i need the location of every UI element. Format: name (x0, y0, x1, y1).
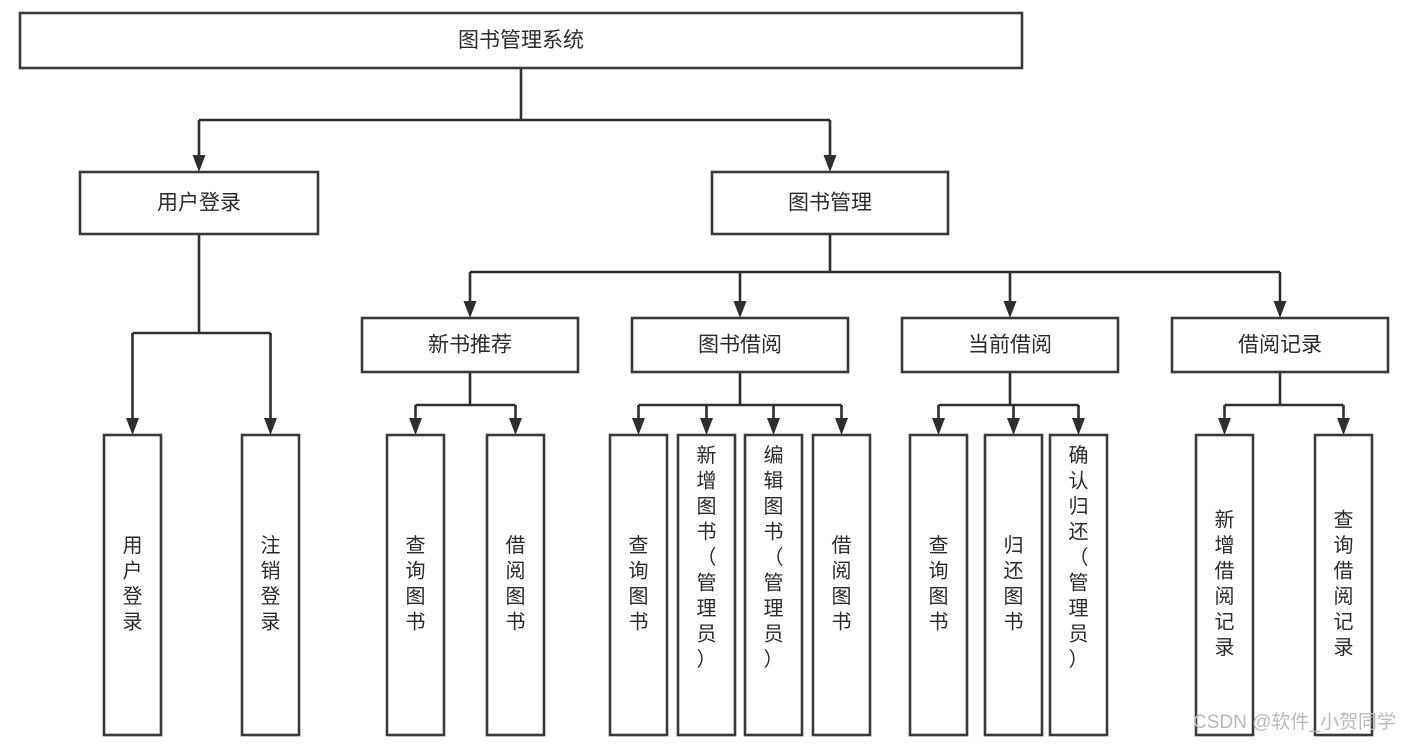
arrow-head-icon (700, 418, 713, 435)
arrow-head-icon (733, 301, 747, 318)
arrow-head-icon (632, 418, 645, 435)
node-box-leaf-add-record[interactable] (1194, 433, 1255, 737)
node-leaf-confirm-return[interactable]: 确认归还（管理员） (1048, 433, 1109, 737)
arrow-head-icon (932, 418, 945, 435)
node-leaf-edit-book[interactable]: 编辑图书（管理员） (743, 433, 804, 737)
arrow-head-icon (1007, 418, 1020, 435)
connector-group-borrow-record (1218, 372, 1350, 435)
node-current-borrow[interactable]: 当前借阅 (900, 316, 1120, 374)
node-label-current-borrow: 当前借阅 (968, 334, 1052, 357)
node-box-leaf-edit-book[interactable] (743, 433, 804, 737)
connector-layer (126, 68, 1350, 435)
node-book-management[interactable]: 图书管理 (710, 170, 950, 236)
connector-group-current-borrow (932, 372, 1085, 435)
node-label-leaf-query-book-current: 查询图书 (929, 534, 949, 634)
node-label-root: 图书管理系统 (458, 29, 584, 52)
node-box-leaf-borrow-book[interactable] (811, 433, 872, 737)
node-box-user-login[interactable] (78, 170, 320, 236)
arrow-head-icon (835, 418, 848, 435)
node-leaf-add-book[interactable]: 新增图书（管理员） (676, 433, 737, 737)
node-box-borrow-record[interactable] (1170, 316, 1390, 374)
node-leaf-logout[interactable]: 注销登录 (240, 433, 301, 737)
arrow-head-icon (126, 418, 139, 435)
node-label-leaf-query-record: 查询借阅记录 (1334, 509, 1354, 660)
arrow-head-icon (1218, 418, 1231, 435)
node-box-leaf-user-login[interactable] (102, 433, 163, 737)
node-label-leaf-borrow-book-rec: 借阅图书 (506, 534, 526, 634)
node-box-book-management[interactable] (710, 170, 950, 236)
node-box-root[interactable] (18, 11, 1024, 70)
node-label-leaf-query-book-borrow: 查询图书 (629, 534, 649, 634)
node-leaf-query-book-current[interactable]: 查询图书 (908, 433, 969, 737)
node-label-new-book-recommend: 新书推荐 (428, 334, 512, 357)
node-label-leaf-borrow-book: 借阅图书 (832, 534, 852, 634)
node-leaf-borrow-book[interactable]: 借阅图书 (811, 433, 872, 737)
node-box-new-book-recommend[interactable] (360, 316, 580, 374)
node-box-book-borrow[interactable] (630, 316, 850, 374)
node-box-leaf-add-book[interactable] (676, 433, 737, 737)
node-label-leaf-query-book-rec: 查询图书 (406, 534, 426, 634)
connector-group-root (192, 68, 837, 172)
node-label-leaf-edit-book: 编辑图书（管理员） (764, 444, 784, 671)
node-book-borrow[interactable]: 图书借阅 (630, 316, 850, 374)
arrow-head-icon (823, 155, 837, 172)
node-layer: 图书管理系统用户登录图书管理新书推荐图书借阅当前借阅借阅记录用户登录注销登录查询… (18, 11, 1390, 737)
csdn-watermark: CSDN @软件_小贺同学 (1193, 711, 1396, 733)
arrow-head-icon (509, 418, 522, 435)
node-leaf-borrow-book-rec[interactable]: 借阅图书 (485, 433, 546, 737)
node-box-leaf-query-book-rec[interactable] (385, 433, 446, 737)
arrow-head-icon (1072, 418, 1085, 435)
connector-group-user-login (126, 234, 277, 435)
connector-group-new-book-recommend (409, 372, 522, 435)
node-leaf-user-login[interactable]: 用户登录 (102, 433, 163, 737)
node-label-leaf-add-book: 新增图书（管理员） (697, 444, 717, 671)
node-box-leaf-logout[interactable] (240, 433, 301, 737)
connector-group-book-management (463, 234, 1287, 318)
node-box-leaf-query-record[interactable] (1313, 433, 1374, 737)
arrow-head-icon (1337, 418, 1350, 435)
node-box-leaf-confirm-return[interactable] (1048, 433, 1109, 737)
arrow-head-icon (192, 155, 206, 172)
node-root[interactable]: 图书管理系统 (18, 11, 1024, 70)
arrow-head-icon (463, 301, 477, 318)
node-label-user-login: 用户登录 (157, 192, 241, 215)
node-box-leaf-return-book[interactable] (983, 433, 1044, 737)
node-label-leaf-logout: 注销登录 (261, 534, 281, 634)
node-leaf-query-book-borrow[interactable]: 查询图书 (608, 433, 669, 737)
node-label-borrow-record: 借阅记录 (1238, 334, 1322, 357)
node-box-leaf-borrow-book-rec[interactable] (485, 433, 546, 737)
node-leaf-query-record[interactable]: 查询借阅记录 (1313, 433, 1374, 737)
node-user-login[interactable]: 用户登录 (78, 170, 320, 236)
arrow-head-icon (767, 418, 780, 435)
node-label-book-management: 图书管理 (788, 192, 872, 215)
node-leaf-add-record[interactable]: 新增借阅记录 (1194, 433, 1255, 737)
node-label-leaf-add-record: 新增借阅记录 (1215, 509, 1235, 660)
node-label-leaf-confirm-return: 确认归还（管理员） (1069, 444, 1089, 671)
node-leaf-query-book-rec[interactable]: 查询图书 (385, 433, 446, 737)
node-label-leaf-user-login: 用户登录 (123, 535, 143, 634)
arrow-head-icon (409, 418, 422, 435)
node-label-book-borrow: 图书借阅 (698, 334, 782, 357)
arrow-head-icon (1273, 301, 1287, 318)
node-leaf-return-book[interactable]: 归还图书 (983, 433, 1044, 737)
arrow-head-icon (1003, 301, 1017, 318)
node-box-leaf-query-book-borrow[interactable] (608, 433, 669, 737)
node-box-leaf-query-book-current[interactable] (908, 433, 969, 737)
node-borrow-record[interactable]: 借阅记录 (1170, 316, 1390, 374)
arrow-head-icon (264, 418, 277, 435)
node-new-book-recommend[interactable]: 新书推荐 (360, 316, 580, 374)
connector-group-book-borrow (632, 372, 848, 435)
node-label-leaf-return-book: 归还图书 (1004, 534, 1024, 634)
node-box-current-borrow[interactable] (900, 316, 1120, 374)
